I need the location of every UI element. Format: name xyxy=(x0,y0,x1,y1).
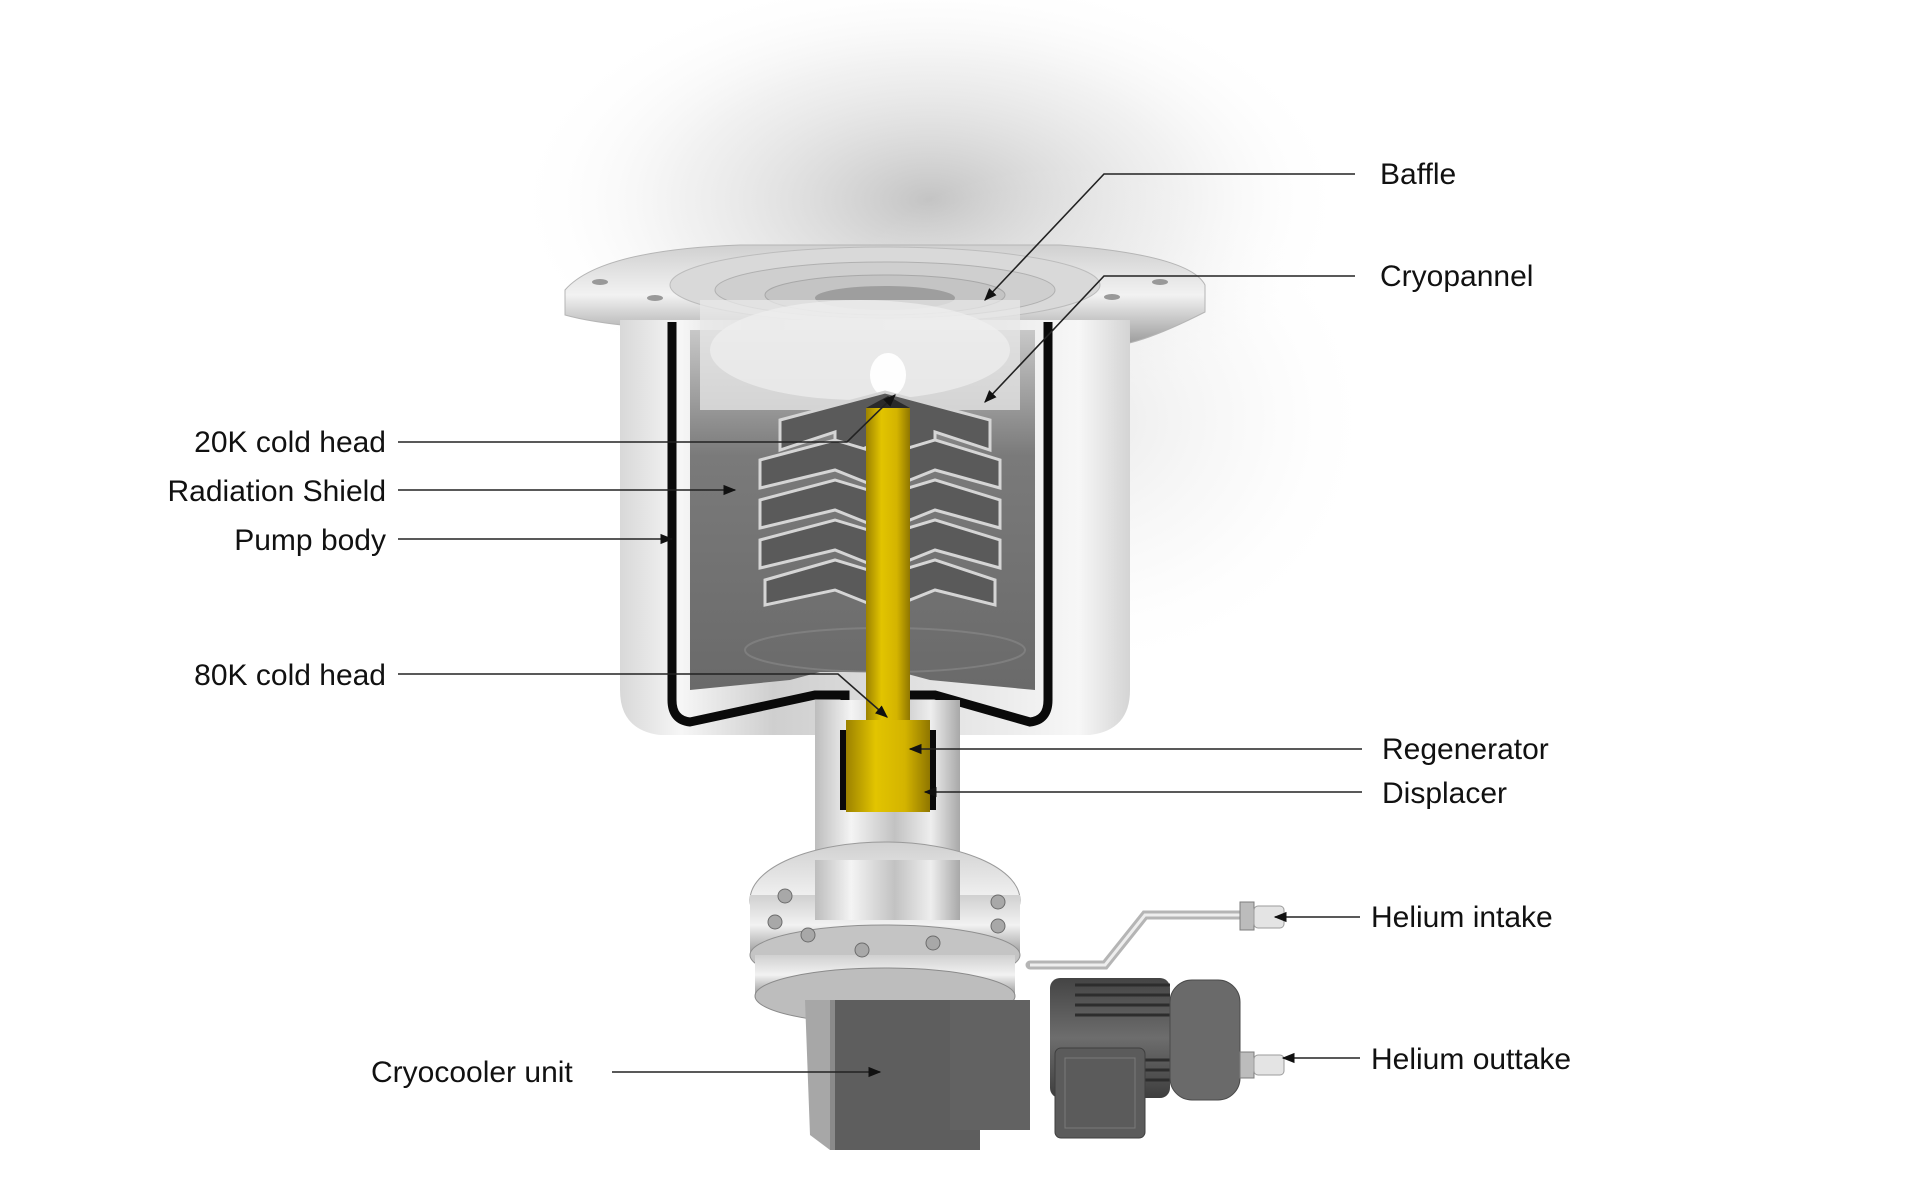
cryocooler-unit xyxy=(805,1000,1030,1150)
label-20k-cold-head: 20K cold head xyxy=(194,426,386,459)
junction-box xyxy=(1054,1047,1146,1139)
label-80k-cold-head: 80K cold head xyxy=(194,659,386,692)
label-regenerator: Regenerator xyxy=(1382,733,1549,766)
label-radiation-shield: Radiation Shield xyxy=(167,475,386,508)
label-baffle: Baffle xyxy=(1380,158,1457,191)
label-helium-intake: Helium intake xyxy=(1371,901,1553,934)
regenerator xyxy=(846,720,930,812)
label-cryopannel: Cryopannel xyxy=(1380,260,1534,293)
label-displacer: Displacer xyxy=(1382,777,1508,810)
helium-outtake-fitting xyxy=(1253,1054,1285,1076)
helium-intake-pipe xyxy=(1025,901,1285,970)
label-helium-outtake: Helium outtake xyxy=(1371,1043,1572,1076)
label-cryocooler-unit: Cryocooler unit xyxy=(371,1056,573,1089)
leader-lines xyxy=(398,173,1362,1078)
displacer-rod xyxy=(866,408,910,720)
label-pump-body: Pump body xyxy=(234,524,386,557)
lower-flange xyxy=(749,841,1021,1025)
motor xyxy=(1050,978,1285,1139)
